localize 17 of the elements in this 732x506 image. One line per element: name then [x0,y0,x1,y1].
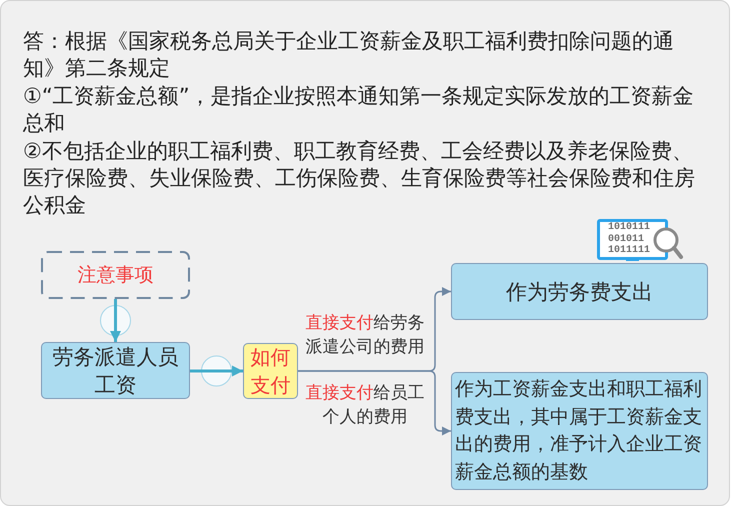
node-text: 劳务派遣人员工资 [52,344,180,398]
answer-text: ①“工资薪金总额”，是指企业按照本通知第一条规定实际发放的工资薪金总和 [23,83,695,137]
binary-text: 1011111 [608,245,652,256]
arrow [298,370,451,436]
note-box [41,251,190,299]
circled-arrow [190,356,243,386]
node-text: 如何支付 [250,344,292,399]
node-text: 注意事项 [78,263,154,288]
binary-text: 001011 [608,234,646,245]
answer-text: 答：根据《国家税务总局关于企业工资薪金及职工福利费扣除问题的通知》第二条规定 [23,28,675,82]
question-box [243,343,298,399]
process-box [41,342,190,399]
node-text: 作为工资薪金支出和职工福利费支出，其中属于工资薪金支出的费用，准予计入企业工资薪金总额的基数 [455,377,703,484]
answer-text: ②不包括企业的职工福利费、职工教育经费、工会经费以及养老保险费、医疗保险费、失业保险费、工伤保险费、生育保险费等社会保险费和住房公积金 [23,138,696,219]
node-text: 作为劳务费支出 [506,278,653,306]
binary-text: 1010111 [608,222,652,234]
process-box [451,263,708,320]
